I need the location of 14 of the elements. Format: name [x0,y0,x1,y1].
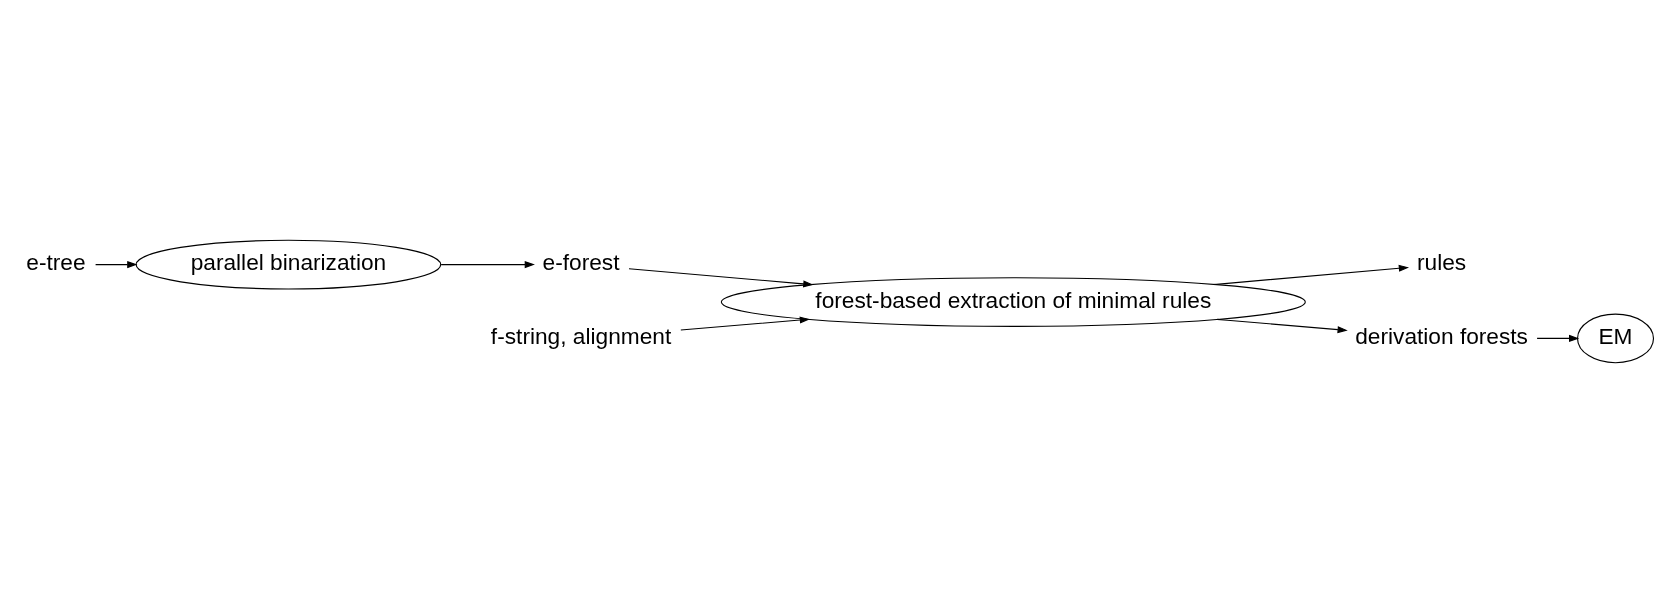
arrow [95,261,138,269]
node-text: rules [1417,249,1467,276]
arrow [1216,318,1348,334]
node-text: e-tree [26,249,86,276]
node-ellipse: EM [1576,313,1655,364]
node-text: f-string, alignment [490,323,672,350]
node-text: e-forest [542,249,620,276]
arrow [1213,264,1409,286]
arrow [628,268,814,288]
arrow [440,261,535,269]
arrow [1536,334,1580,342]
arrow [680,316,810,331]
node-text: derivation forests [1355,323,1528,350]
node-ellipse: parallel binarization [135,239,442,290]
